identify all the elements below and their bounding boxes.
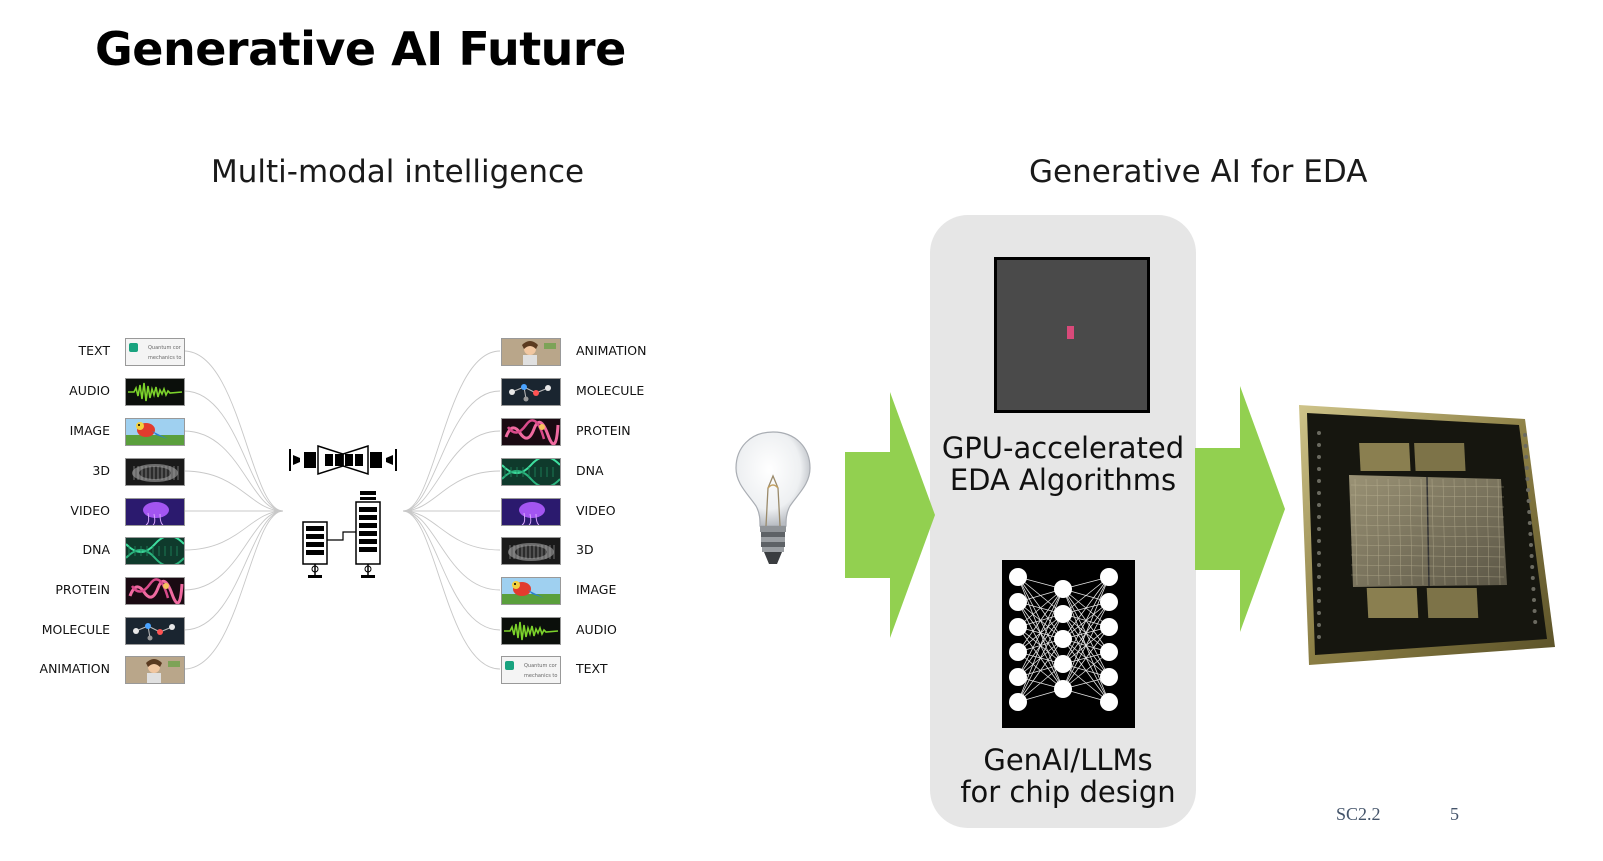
text-thumbnail: Quantum cor mechanics to [125, 338, 185, 366]
gpu-highlight-marker [1067, 326, 1074, 339]
output-modality-label: VIDEO [576, 503, 616, 518]
input-modality-label: AUDIO [69, 383, 110, 398]
output-modality-label: IMAGE [576, 582, 617, 597]
output-modality-label: DNA [576, 463, 604, 478]
neuron-node [1054, 655, 1072, 673]
3d-thumbnail [501, 537, 561, 565]
multimodal-section-title: Multi-modal intelligence [211, 154, 585, 190]
input-connection-line [183, 510, 284, 591]
text-thumbnail: Quantum cor mechanics to [501, 656, 561, 684]
protein-thumbnail [125, 577, 185, 605]
transformer-model-icon [289, 444, 397, 578]
arrow-right-icon [845, 392, 935, 638]
input-connection-line [183, 350, 284, 512]
output-connection-line [402, 510, 501, 670]
input-modality-label: VIDEO [70, 503, 110, 518]
neuron-node [1054, 580, 1072, 598]
audio-thumbnail [501, 617, 561, 645]
slide-title: Generative AI Future [95, 22, 626, 76]
svg-text:Quantum cor: Quantum cor [524, 663, 558, 669]
video-thumbnail [501, 498, 561, 526]
neural-network-graphic [1009, 568, 1118, 711]
footer-code: SC2.2 [1336, 804, 1381, 824]
input-connection-line [183, 470, 284, 512]
neuron-node [1009, 568, 1027, 586]
molecule-thumbnail [125, 617, 185, 645]
protein-thumbnail [501, 418, 561, 446]
neuron-node [1100, 593, 1118, 611]
neuron-node [1100, 693, 1118, 711]
svg-text:mechanics to: mechanics to [148, 355, 181, 361]
genai-label-line1: GenAI/LLMs [983, 743, 1153, 777]
output-modality-label: ANIMATION [576, 343, 647, 358]
neuron-node [1100, 568, 1118, 586]
neuron-node [1100, 668, 1118, 686]
gpu-chip-package-image [1299, 405, 1555, 665]
input-modality-label: PROTEIN [55, 582, 110, 597]
image-thumbnail [125, 418, 185, 446]
neuron-node [1009, 593, 1027, 611]
neuron-node [1009, 618, 1027, 636]
gpu-label-line1: GPU-accelerated [941, 431, 1185, 465]
input-connection-line [183, 510, 284, 551]
input-modality-label: MOLECULE [41, 622, 110, 637]
output-modality-label: AUDIO [576, 622, 617, 637]
neuron-node [1100, 643, 1118, 661]
page-number: 5 [1450, 804, 1459, 824]
animation-thumbnail [125, 656, 185, 684]
svg-text:Quantum cor: Quantum cor [148, 345, 182, 351]
output-connection-line [402, 510, 501, 591]
output-modality-label: PROTEIN [576, 423, 631, 438]
dna-thumbnail [125, 537, 185, 565]
input-connection-line [183, 430, 284, 512]
neural-network-icon [1002, 560, 1135, 728]
input-modality-label: IMAGE [69, 423, 110, 438]
output-connection-line [402, 510, 501, 551]
output-connection-line [402, 390, 501, 512]
input-modality-label: ANIMATION [39, 661, 110, 676]
output-modality-label: 3D [576, 542, 594, 557]
output-connection-line [402, 350, 501, 512]
eda-section-title: Generative AI for EDA [1029, 154, 1368, 190]
input-modality-label: TEXT [78, 343, 110, 358]
image-thumbnail [501, 577, 561, 605]
3d-thumbnail [125, 458, 185, 486]
neuron-node [1100, 618, 1118, 636]
output-connection-line [402, 510, 501, 631]
neuron-node [1054, 680, 1072, 698]
svg-text:mechanics to: mechanics to [524, 673, 557, 679]
audio-thumbnail [125, 378, 185, 406]
output-modality-label: TEXT [576, 661, 608, 676]
gpu-label-line2: EDA Algorithms [949, 463, 1177, 497]
gpu-accelerated-label: GPU-accelerated EDA Algorithms [930, 432, 1196, 496]
arrow-right-icon-2 [1195, 386, 1285, 632]
video-thumbnail [125, 498, 185, 526]
input-connection-line [183, 510, 284, 631]
input-modality-label: DNA [82, 542, 110, 557]
neuron-node [1054, 630, 1072, 648]
output-connection-line [402, 430, 501, 512]
genai-label-line2: for chip design [960, 775, 1176, 809]
animation-thumbnail [501, 338, 561, 366]
output-modality-label: MOLECULE [576, 383, 645, 398]
input-modality-label: 3D [92, 463, 110, 478]
neuron-node [1054, 605, 1072, 623]
neuron-node [1009, 693, 1027, 711]
input-connection-line [183, 510, 284, 670]
input-connection-line [183, 390, 284, 512]
molecule-thumbnail [501, 378, 561, 406]
output-connection-line [402, 470, 501, 512]
neuron-node [1009, 643, 1027, 661]
lightbulb-icon [735, 431, 811, 564]
dna-thumbnail [501, 458, 561, 486]
neuron-node [1009, 668, 1027, 686]
genai-llm-label: GenAI/LLMs for chip design [935, 744, 1201, 808]
